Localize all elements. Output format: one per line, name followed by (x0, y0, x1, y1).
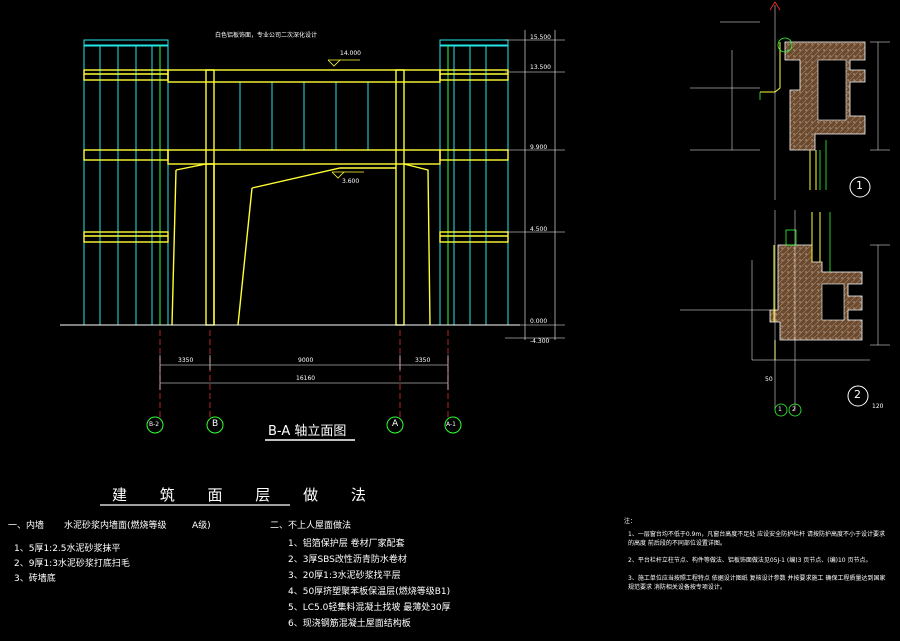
axis-label-0: B-2 (149, 421, 160, 428)
section-1-item: 3、砖墙底 (14, 574, 56, 584)
level-mid: 3.600 (342, 178, 360, 185)
bottom-dim-2: 3350 (415, 357, 431, 364)
detail-dim-120: 120 (872, 403, 884, 410)
section-3-item: 1、一层窗台均不低于0.9m，凡窗台高度不足处 应设安全防护栏杆 请按防护高度不… (628, 531, 886, 547)
bottom-dim-total: 16160 (296, 375, 316, 382)
section-1-spec: 水泥砂浆内墙面(燃烧等级 (64, 521, 167, 531)
level-top: 14.000 (340, 50, 361, 57)
section-2-title: 二、不上人屋面做法 (270, 521, 352, 531)
detail-dim-50: 50 (765, 376, 773, 383)
top-note: 白色铝板饰面，专业公司二次深化设计 (215, 32, 318, 39)
axis-label-2: A (392, 419, 399, 429)
right-dim-5: -4.300 (530, 338, 550, 345)
section-3-title: 注： (624, 518, 637, 525)
section-1-item: 1、5厚1:2.5水泥砂浆抹平 (14, 544, 121, 554)
elevation-title: B-A 轴立面图 (268, 424, 347, 439)
section-2-item: 3、20厚1:3水泥砂浆找平层 (288, 571, 401, 581)
section-1-title: 一、内墙 (8, 521, 45, 531)
right-dim-2: 9.900 (530, 144, 548, 151)
section-2-item: 1、铝箔保护层 卷材厂家配套 (288, 539, 405, 549)
detail-axis-1: 1 (778, 406, 782, 413)
bottom-dim-1: 9000 (298, 357, 314, 364)
detail-2-drawing (680, 210, 890, 417)
detail-1-number: 1 (856, 179, 863, 192)
section-1-item: 2、9厚1:3水泥砂浆打底扫毛 (14, 559, 130, 569)
axis-label-1: B (212, 419, 219, 429)
detail-axis-2: 2 (792, 406, 796, 413)
elevation-drawing (60, 30, 565, 441)
section-2-item: 5、LC5.0轻集料混凝土找坡 最薄处30厚 (288, 603, 451, 613)
section-2-item: 4、50厚挤塑聚苯板保温层(燃烧等级B1) (288, 587, 451, 597)
right-dim-1: 13.500 (530, 64, 551, 71)
finish-notes-heading: 建 筑 面 层 做 法 (112, 486, 380, 504)
section-2-item: 6、现浇钢筋混凝土屋面结构板 (288, 619, 411, 629)
section-1-spec-suffix: A级) (192, 521, 211, 531)
right-dim-0: 15.500 (530, 34, 551, 41)
section-3-item: 2、平台栏杆立柱节点、构件等做法、铝板饰面做法见05J-1 (编)3 页节点、(… (628, 557, 872, 564)
detail-1-drawing (690, 1, 890, 200)
right-dim-3: 4.500 (530, 226, 548, 233)
axis-label-3: A-1 (446, 421, 456, 428)
section-2-item: 2、3厚SBS改性沥青防水卷材 (288, 555, 407, 565)
section-3-item: 3、施工单位应当按照工程特点 依据设计图纸 复核设计参数 并按要求施工 确保工程… (628, 575, 886, 591)
right-dim-4: 0.000 (530, 318, 548, 325)
detail-2-number: 2 (854, 388, 861, 401)
bottom-dim-0: 3350 (178, 357, 194, 364)
